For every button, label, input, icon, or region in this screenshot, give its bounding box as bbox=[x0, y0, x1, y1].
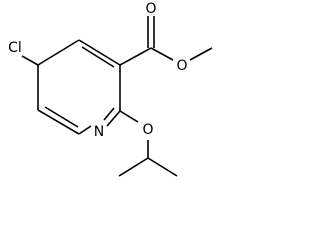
bond-ester-oxygen-methyl bbox=[189, 47, 213, 61]
ester-oxygen-atom-label: O bbox=[176, 58, 187, 74]
chlorine-atom-label: Cl bbox=[8, 40, 22, 56]
carbonyl-oxygen-atom-label: O bbox=[145, 1, 156, 17]
bond-c2-n1-inner bbox=[103, 107, 115, 121]
bond-c3-carbonyl-carbon bbox=[119, 47, 152, 66]
bond-c2-n1 bbox=[106, 110, 121, 127]
bond-n1-c6 bbox=[78, 125, 92, 135]
bond-c5-cl bbox=[21, 55, 39, 66]
bond-c6-c5-inner bbox=[44, 106, 79, 128]
ether-oxygen-atom-label: O bbox=[142, 122, 153, 138]
bond-c4-c3-inner bbox=[81, 46, 115, 68]
bond-c2-ether-oxygen bbox=[119, 110, 139, 123]
bond-carbonyl-ester-oxygen bbox=[150, 47, 174, 61]
bond-c4-c3 bbox=[78, 39, 121, 66]
chemical-structure-diagram: Cl N O O O bbox=[8, 1, 213, 177]
bond-c4-c5-top bbox=[37, 39, 80, 66]
ring-nitrogen-atom-label: N bbox=[94, 124, 104, 140]
bond-c6-c5 bbox=[37, 109, 80, 135]
bond-ch-methyl-right bbox=[147, 157, 178, 177]
bond-ch-methyl-left bbox=[118, 157, 149, 177]
